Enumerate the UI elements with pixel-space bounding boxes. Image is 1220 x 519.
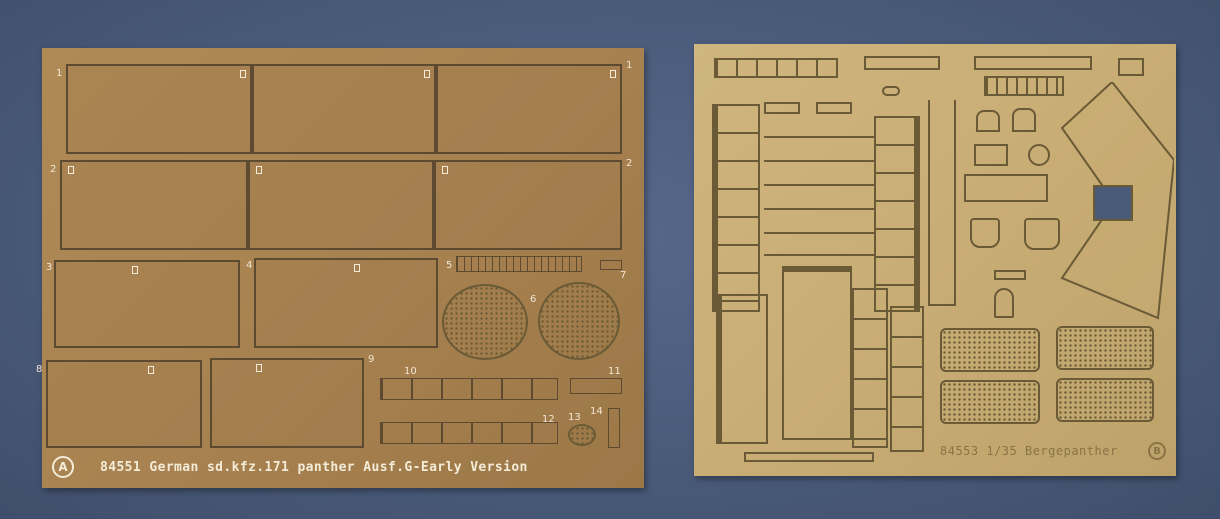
mesh-grille	[1056, 326, 1154, 370]
slot	[424, 70, 430, 78]
part-7	[600, 260, 622, 270]
part-number: 7	[620, 270, 627, 281]
slot	[148, 366, 154, 374]
part-11	[570, 378, 622, 394]
part-number: 1	[626, 60, 633, 71]
part-ladder	[874, 116, 920, 312]
part-frame	[716, 294, 768, 444]
part-strip-top	[714, 58, 838, 78]
part-arrow	[764, 102, 800, 114]
part-bracket	[976, 110, 1000, 132]
part-number: 4	[246, 260, 253, 271]
part-number: 8	[36, 364, 43, 375]
photo-etch-sheet-b: 84553 1/35 Bergepanther B	[694, 44, 1176, 476]
part-plate	[1024, 218, 1060, 250]
part-bar	[864, 56, 940, 70]
slot	[256, 166, 262, 174]
grille-6a	[442, 284, 528, 360]
part-h	[1118, 58, 1144, 76]
panel-3	[54, 260, 240, 348]
part-loop	[882, 86, 900, 96]
panel-2c	[434, 160, 622, 250]
part-rails	[764, 136, 874, 256]
panel-1c	[436, 64, 622, 154]
part-number: 13	[568, 412, 581, 423]
slot	[442, 166, 448, 174]
part-shield-plate	[1060, 82, 1174, 320]
photo-etch-sheet-a: 1 1 2 2 3 4 5 7 6 8 9 10 11 12 13	[36, 48, 644, 488]
grille-6b	[538, 282, 620, 360]
part-5-strip	[456, 256, 582, 272]
panel-4	[254, 258, 438, 348]
slot	[68, 166, 74, 174]
part-comb	[984, 76, 1064, 96]
slot	[256, 364, 262, 372]
panel-1b	[252, 64, 436, 154]
sheet-a-badge: A	[52, 456, 74, 478]
part-number: 6	[530, 294, 537, 305]
part-number: 3	[46, 262, 53, 273]
part-tall-rail	[928, 100, 956, 306]
part-ladder	[712, 104, 760, 312]
mesh-grille	[1056, 378, 1154, 422]
slot	[132, 266, 138, 274]
part-rail	[964, 174, 1048, 202]
part-bar	[974, 56, 1092, 70]
part-14	[608, 408, 620, 448]
panel-1a	[66, 64, 252, 154]
part-13-disc	[568, 424, 596, 446]
sheet-b-badge: B	[1148, 442, 1166, 460]
part-number: 2	[50, 164, 57, 175]
sheet-a-caption: 84551 German sd.kfz.171 panther Ausf.G-E…	[100, 460, 528, 475]
part-bracket	[1012, 108, 1036, 132]
panel-8	[46, 360, 202, 448]
part-ladder	[852, 288, 888, 448]
part-hook	[994, 270, 1026, 280]
part-number: 5	[446, 260, 453, 271]
part-strip-bottom	[744, 452, 874, 462]
part-arch	[994, 288, 1014, 318]
part-number: 1	[56, 68, 63, 79]
sheet-b-caption: 84553 1/35 Bergepanther	[940, 444, 1118, 458]
part-frame	[782, 266, 852, 440]
part-number: 14	[590, 406, 603, 417]
part-10-brackets	[380, 378, 558, 400]
slot	[610, 70, 616, 78]
part-number: 2	[626, 158, 633, 169]
part-ladder	[890, 306, 924, 452]
slot	[240, 70, 246, 78]
part-number: 11	[608, 366, 621, 377]
part-arrow	[816, 102, 852, 114]
part-ring	[1028, 144, 1050, 166]
part-number: 12	[542, 414, 555, 425]
panel-9	[210, 358, 364, 448]
part-plate	[970, 218, 1000, 248]
mesh-grille	[940, 380, 1040, 424]
mesh-grille	[940, 328, 1040, 372]
part-12-brackets	[380, 422, 558, 444]
part-number: 10	[404, 366, 417, 377]
panel-2b	[248, 160, 434, 250]
part-box	[974, 144, 1008, 166]
slot	[354, 264, 360, 272]
panel-2a	[60, 160, 248, 250]
part-number: 9	[368, 354, 375, 365]
